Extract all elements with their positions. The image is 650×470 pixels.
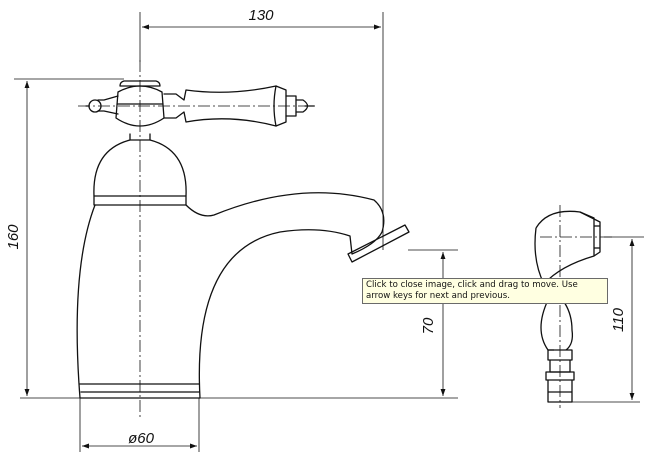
faucet-body — [76, 80, 410, 399]
centerlines — [78, 60, 612, 418]
dimension-lines — [14, 12, 644, 452]
dim-height-label: 160 — [5, 224, 22, 250]
dim-width-label: 130 — [248, 7, 274, 24]
hand-shower — [534, 210, 601, 403]
dim-spout-height-label: 70 — [420, 317, 437, 334]
tooltip-text: Click to close image, click and drag to … — [366, 280, 578, 301]
image-viewer-tooltip[interactable]: Click to close image, click and drag to … — [362, 278, 608, 304]
dim-shower-height-label: 110 — [610, 307, 627, 332]
dim-diameter-label: ø60 — [128, 430, 155, 447]
